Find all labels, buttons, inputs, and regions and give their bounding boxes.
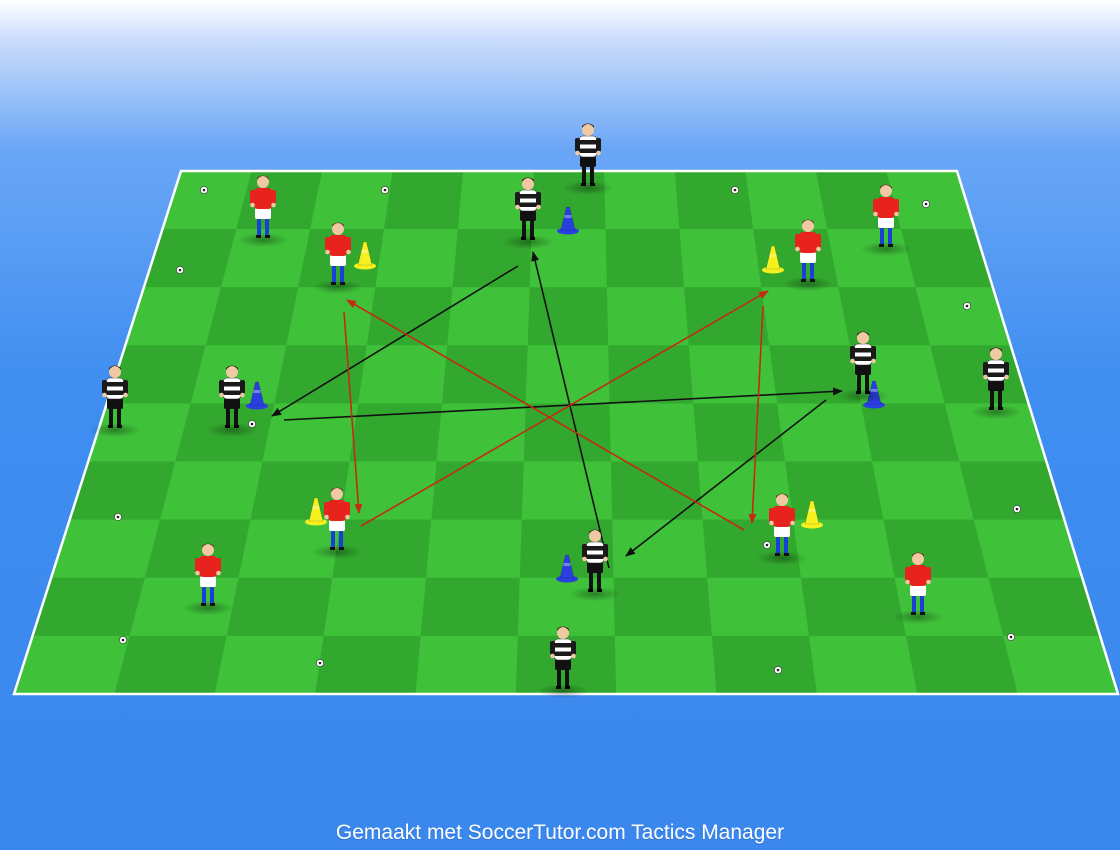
ball-icon [381,186,389,194]
pass-arrow-black [625,399,827,557]
player-red-icon [182,543,234,616]
player-striped-icon [970,347,1022,420]
pass-arrow-black [283,387,843,421]
pass-arrows [271,251,843,569]
player-striped-icon [502,177,554,250]
drill-objects [89,123,1022,699]
cone-yellow-icon [354,241,376,270]
player-striped-icon [569,529,621,602]
ball-icon [176,266,184,274]
pitch [12,169,1120,696]
pitch-checker-pattern [14,171,1118,694]
pass-arrow-red [748,305,764,524]
pass-arrow-red [346,299,745,531]
footer-credit: Gemaakt met SoccerTutor.com Tactics Mana… [335,821,785,844]
player-striped-icon [206,365,258,438]
player-striped-icon [537,626,589,699]
ball-icon [200,186,208,194]
pass-arrow-black [531,251,610,569]
ball-icon [1007,633,1015,641]
cone-yellow-icon [305,497,327,526]
ball-icon [922,200,930,208]
player-striped-icon [562,123,614,196]
ball-icon [119,636,127,644]
ball-icon [1013,505,1021,513]
ball-icon [763,541,771,549]
player-red-icon [237,175,289,248]
cone-blue-icon [557,206,579,235]
player-red-icon [892,552,944,625]
cone-yellow-icon [801,500,823,529]
cone-blue-icon [246,381,268,410]
player-red-icon [311,487,363,560]
player-red-icon [860,184,912,257]
ball-icon [963,302,971,310]
ball-icon [316,659,324,667]
pass-arrow-red [360,290,769,527]
player-red-icon [312,222,364,295]
cone-yellow-icon [762,245,784,274]
ball-icon [774,666,782,674]
ball-icon [731,186,739,194]
player-striped-icon [89,365,141,438]
pass-arrow-black [271,265,519,417]
player-red-icon [782,219,834,292]
player-red-icon [756,493,808,566]
pitch-boundary-line [12,169,1120,696]
pass-arrow-red [343,311,363,514]
player-striped-icon [837,331,889,404]
ball-icon [114,513,122,521]
cone-blue-icon [556,554,578,583]
